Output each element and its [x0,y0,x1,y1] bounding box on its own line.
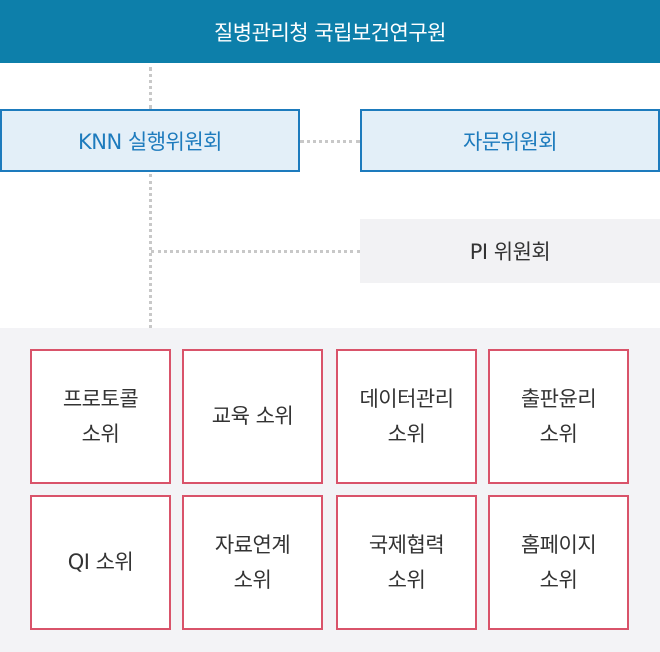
knn-executive-committee-box: KNN 실행위원회 [0,109,300,172]
subcommittee-data-management: 데이터관리 소위 [336,349,477,484]
advisory-committee-label: 자문위원회 [462,129,558,154]
subcommittee-qi: QI 소위 [30,495,171,630]
subcommittee-line2: 소위 [387,421,426,446]
connector-top-to-knn [149,67,152,109]
subcommittee-line1: 국제협력 [368,532,445,557]
subcommittee-homepage: 홈페이지 소위 [488,495,629,630]
connector-knn-to-advisory [300,140,360,143]
subcommittee-education: 교육 소위 [182,349,323,484]
subcommittee-line1: 프로토콜 [62,386,139,411]
subcommittee-publication-ethics: 출판윤리 소위 [488,349,629,484]
subcommittee-data-linkage: 자료연계 소위 [182,495,323,630]
pi-committee-label: PI 위원회 [469,240,551,264]
subcommittee-line2: 소위 [387,567,426,592]
subcommittee-line2: 소위 [539,567,578,592]
subcommittee-line2: 소위 [539,421,578,446]
knn-executive-committee-label: KNN 실행위원회 [78,129,222,154]
subcommittee-protocol: 프로토콜 소위 [30,349,171,484]
pi-committee-box: PI 위원회 [360,219,660,283]
subcommittee-international-cooperation: 국제협력 소위 [336,495,477,630]
connector-trunk-to-pi [151,250,360,253]
subcommittee-line1: 출판윤리 [520,386,597,411]
top-organization-title: 질병관리청 국립보건연구원 [213,20,447,45]
subcommittee-line1: 홈페이지 [520,532,597,557]
subcommittee-line1: QI 소위 [67,550,134,574]
subcommittee-panel: 프로토콜 소위 교육 소위 데이터관리 소위 출판윤리 소위 QI 소위 자료연… [0,328,660,652]
subcommittee-line1: 자료연계 [214,532,291,557]
subcommittee-line2: 소위 [81,421,120,446]
connector-knn-to-subcommittees [149,174,152,328]
subcommittee-line1: 데이터관리 [359,386,454,411]
advisory-committee-box: 자문위원회 [360,109,660,172]
top-organization-banner: 질병관리청 국립보건연구원 [0,0,660,63]
subcommittee-line2: 소위 [233,567,272,592]
subcommittee-line1: 교육 소위 [211,404,294,428]
